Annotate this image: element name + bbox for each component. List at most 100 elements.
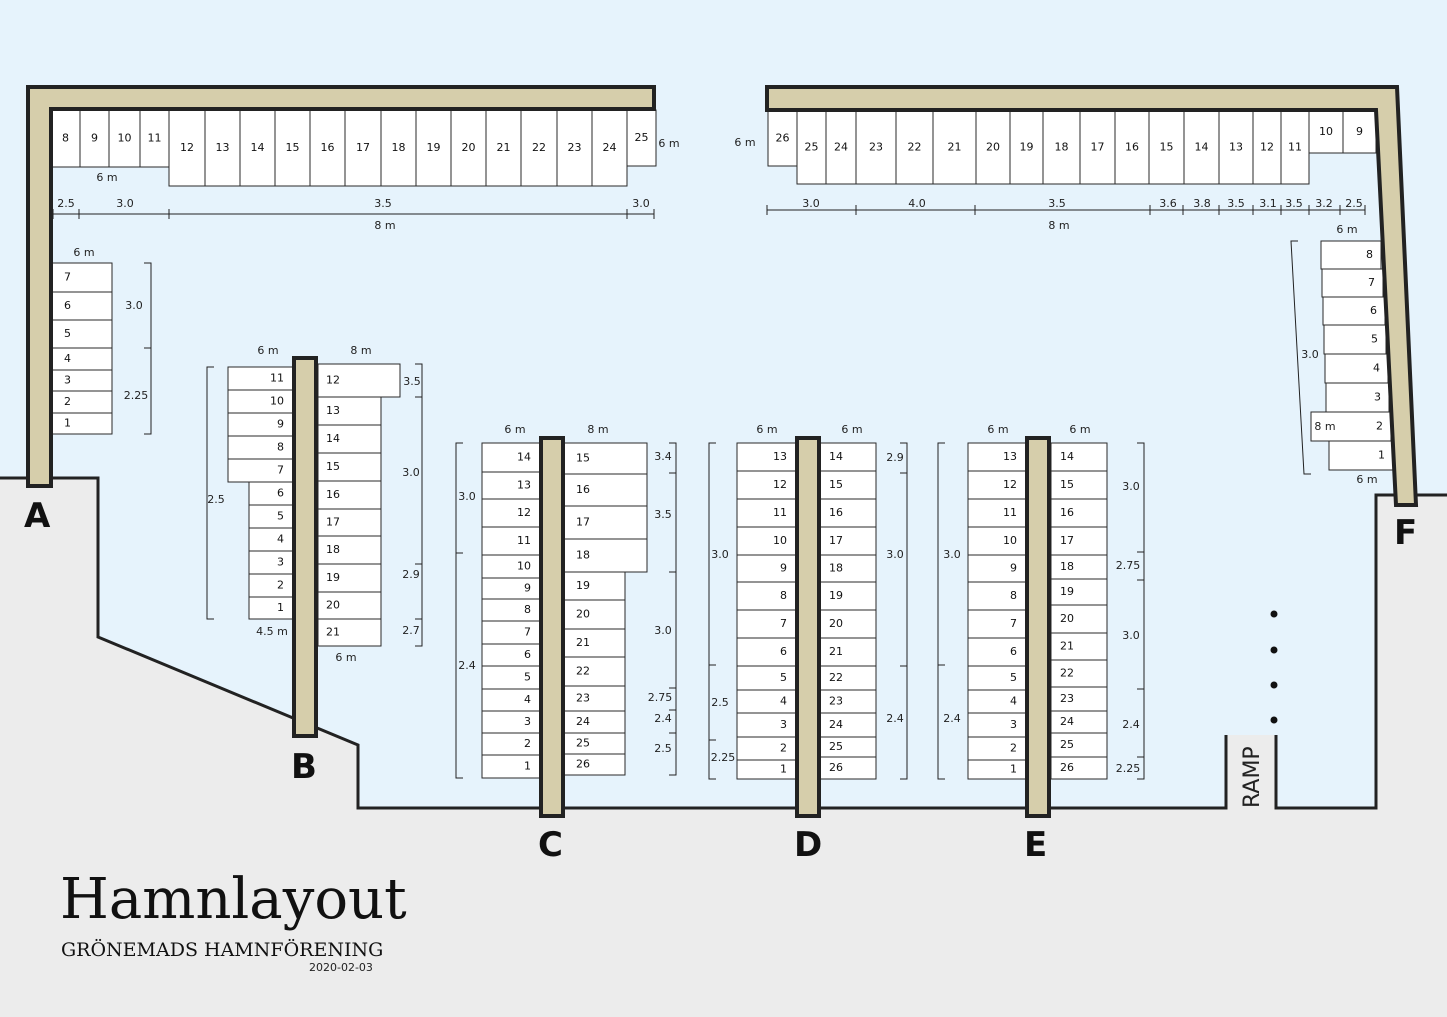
- E-right-berth-15[interactable]: 15: [1050, 470, 1108, 500]
- B-left-berth-2[interactable]: 2: [248, 573, 294, 598]
- A-side-berth-6[interactable]: 6: [51, 291, 113, 321]
- F-top-berth-15[interactable]: 15: [1148, 110, 1185, 185]
- D-right-berth-23[interactable]: 23: [819, 689, 877, 714]
- B-left-berth-7[interactable]: 7: [227, 458, 294, 483]
- F-top-berth-21[interactable]: 21: [932, 110, 977, 185]
- A-side-berth-3[interactable]: 3: [51, 369, 113, 392]
- F-top-berth-25[interactable]: 25: [796, 110, 827, 185]
- E-right-berth-22[interactable]: 22: [1050, 659, 1108, 688]
- F-top-berth-19[interactable]: 19: [1009, 110, 1044, 185]
- A-top-berth-14[interactable]: 14: [239, 109, 276, 187]
- F-top-berth-20[interactable]: 20: [975, 110, 1011, 185]
- C-left-berth-1[interactable]: 1: [481, 754, 541, 779]
- C-left-berth-13[interactable]: 13: [481, 471, 541, 500]
- A-side-berth-1[interactable]: 1: [51, 412, 113, 435]
- pier-B[interactable]: [292, 356, 318, 738]
- D-left-berth-13[interactable]: 13: [736, 442, 797, 472]
- C-left-berth-9[interactable]: 9: [481, 577, 541, 600]
- F-top-berth-11[interactable]: 11: [1280, 110, 1310, 185]
- E-left-berth-6[interactable]: 6: [967, 637, 1027, 667]
- C-right-berth-22[interactable]: 22: [563, 656, 626, 687]
- D-right-berth-18[interactable]: 18: [819, 554, 877, 583]
- B-right-berth-19[interactable]: 19: [317, 563, 382, 593]
- E-right-berth-19[interactable]: 19: [1050, 578, 1108, 606]
- A-top-berth-10[interactable]: 10: [108, 109, 141, 168]
- A-top-berth-13[interactable]: 13: [204, 109, 241, 187]
- A-top-berth-24[interactable]: 24: [591, 109, 628, 187]
- A-side-berth-7[interactable]: 7: [51, 262, 113, 293]
- E-left-berth-8[interactable]: 8: [967, 581, 1027, 611]
- F-top-berth-18[interactable]: 18: [1042, 110, 1081, 185]
- A-top-berth-21[interactable]: 21: [485, 109, 522, 187]
- B-left-berth-5[interactable]: 5: [248, 504, 294, 529]
- E-left-berth-11[interactable]: 11: [967, 498, 1027, 528]
- E-right-berth-14[interactable]: 14: [1050, 442, 1108, 472]
- C-right-berth-15[interactable]: 15: [563, 442, 648, 475]
- F-top-berth-17[interactable]: 17: [1079, 110, 1116, 185]
- C-right-berth-25[interactable]: 25: [563, 732, 626, 755]
- C-left-berth-8[interactable]: 8: [481, 598, 541, 622]
- C-right-berth-17[interactable]: 17: [563, 505, 648, 540]
- F-side-berth-4[interactable]: 4: [1324, 353, 1389, 384]
- B-left-berth-9[interactable]: 9: [227, 412, 294, 437]
- E-left-berth-7[interactable]: 7: [967, 609, 1027, 639]
- E-right-berth-20[interactable]: 20: [1050, 604, 1108, 634]
- B-left-berth-10[interactable]: 10: [227, 389, 294, 414]
- C-left-berth-3[interactable]: 3: [481, 710, 541, 734]
- B-right-berth-14[interactable]: 14: [317, 424, 382, 454]
- E-left-berth-2[interactable]: 2: [967, 736, 1027, 761]
- C-right-berth-18[interactable]: 18: [563, 538, 648, 573]
- C-left-berth-10[interactable]: 10: [481, 554, 541, 579]
- D-right-berth-24[interactable]: 24: [819, 712, 877, 738]
- F-top-berth-26[interactable]: 26: [767, 110, 798, 167]
- C-left-berth-4[interactable]: 4: [481, 688, 541, 712]
- C-left-berth-7[interactable]: 7: [481, 620, 541, 645]
- A-side-berth-5[interactable]: 5: [51, 319, 113, 349]
- D-right-berth-20[interactable]: 20: [819, 609, 877, 639]
- B-left-berth-4[interactable]: 4: [248, 527, 294, 552]
- B-right-berth-12[interactable]: 12: [317, 363, 401, 398]
- A-top-berth-22[interactable]: 22: [520, 109, 558, 187]
- F-top-berth-22[interactable]: 22: [895, 110, 934, 185]
- D-right-berth-25[interactable]: 25: [819, 736, 877, 758]
- D-left-berth-2[interactable]: 2: [736, 736, 797, 761]
- C-right-berth-23[interactable]: 23: [563, 685, 626, 712]
- A-top-berth-15[interactable]: 15: [274, 109, 311, 187]
- B-right-berth-16[interactable]: 16: [317, 480, 382, 510]
- A-top-berth-16[interactable]: 16: [309, 109, 346, 187]
- E-left-berth-13[interactable]: 13: [967, 442, 1027, 472]
- A-top-berth-9[interactable]: 9: [79, 109, 110, 168]
- C-right-berth-21[interactable]: 21: [563, 628, 626, 658]
- C-left-berth-12[interactable]: 12: [481, 498, 541, 528]
- D-left-berth-1[interactable]: 1: [736, 759, 797, 780]
- B-left-berth-6[interactable]: 6: [248, 481, 294, 506]
- F-side-berth-8[interactable]: 8: [1320, 240, 1382, 270]
- F-side-berth-5[interactable]: 5: [1323, 324, 1387, 355]
- F-top-berth-13[interactable]: 13: [1218, 110, 1254, 185]
- D-right-berth-26[interactable]: 26: [819, 756, 877, 780]
- A-top-berth-20[interactable]: 20: [450, 109, 487, 187]
- pier-D[interactable]: [795, 436, 821, 818]
- F-top-berth-12[interactable]: 12: [1252, 110, 1282, 185]
- B-right-berth-13[interactable]: 13: [317, 396, 382, 426]
- D-left-berth-9[interactable]: 9: [736, 554, 797, 583]
- C-right-berth-19[interactable]: 19: [563, 571, 626, 601]
- F-top-berth-14[interactable]: 14: [1183, 110, 1220, 185]
- D-right-berth-15[interactable]: 15: [819, 470, 877, 500]
- A-top-berth-12[interactable]: 12: [168, 109, 206, 187]
- A-top-berth-11[interactable]: 11: [139, 109, 170, 168]
- D-left-berth-5[interactable]: 5: [736, 665, 797, 691]
- A-side-berth-4[interactable]: 4: [51, 347, 113, 371]
- B-left-berth-11[interactable]: 11: [227, 366, 294, 391]
- D-right-berth-14[interactable]: 14: [819, 442, 877, 472]
- D-left-berth-6[interactable]: 6: [736, 637, 797, 667]
- D-left-berth-12[interactable]: 12: [736, 470, 797, 500]
- A-top-berth-8[interactable]: 8: [50, 109, 81, 168]
- F-side-berth-1[interactable]: 1: [1328, 440, 1394, 471]
- C-left-berth-6[interactable]: 6: [481, 643, 541, 667]
- E-right-berth-25[interactable]: 25: [1050, 732, 1108, 758]
- E-left-berth-12[interactable]: 12: [967, 470, 1027, 500]
- C-right-berth-26[interactable]: 26: [563, 753, 626, 776]
- E-right-berth-16[interactable]: 16: [1050, 498, 1108, 528]
- C-right-berth-16[interactable]: 16: [563, 473, 648, 507]
